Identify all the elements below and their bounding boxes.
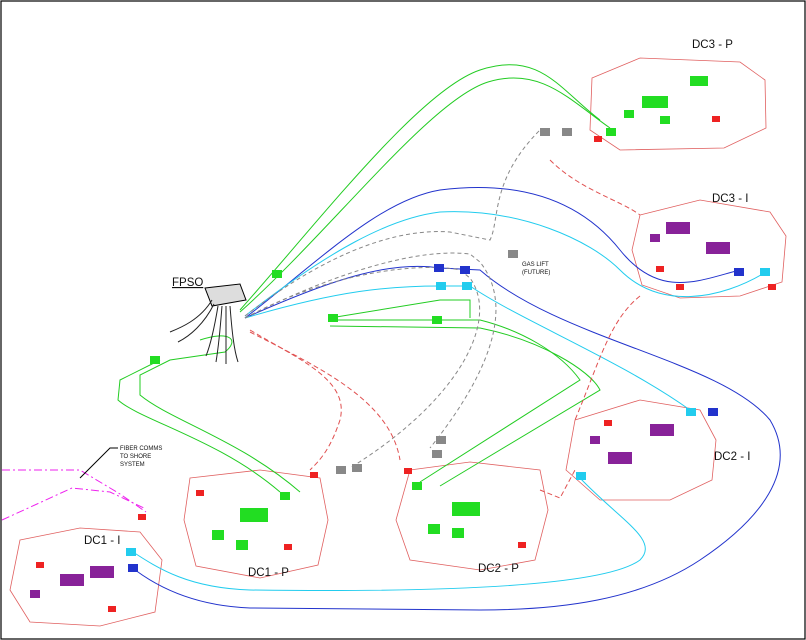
fiber-comms-line-a (2, 469, 147, 513)
manifold-dc2-p (412, 482, 480, 538)
fpso-vessel (169, 283, 247, 364)
label-fiber-line3: SYSTEM (120, 462, 145, 468)
gas-lift-line-dc2 (244, 252, 497, 449)
manifold-dc3-i (650, 222, 730, 254)
umbilical-dc1 (249, 329, 342, 471)
gas-lift-structures (336, 128, 572, 474)
flowline-fpso-dc3p-a (239, 64, 601, 311)
umbilical-dc3 (549, 159, 641, 216)
control-structures (36, 116, 776, 612)
label-dc2-p: DC2 - P (478, 563, 519, 575)
label-dc1-i: DC1 - I (84, 535, 120, 547)
cyan-line-dc3i (244, 211, 767, 317)
injection-structures (126, 264, 770, 572)
flowline-fpso-dc1p-a (117, 359, 281, 493)
flowline-manifold-loop (329, 299, 471, 319)
injection-line-dc3i (244, 187, 741, 319)
fiber-comms-leader (79, 447, 118, 479)
manifold-dc1-p (212, 492, 290, 550)
manifold-fpso-riser (150, 270, 442, 364)
label-dc1-p: DC1 - P (248, 567, 289, 579)
flowline-fpso-dc3p-b (239, 77, 611, 313)
umbilical-dc2i (539, 469, 576, 499)
label-fiber-line2: TO SHORE (120, 454, 151, 460)
manifold-dc1-i (30, 566, 114, 598)
label-dc3-i: DC3 - I (712, 193, 748, 205)
zone-dc2-p (395, 461, 549, 571)
label-dc3-p: DC3 - P (692, 39, 733, 51)
flowline-fpso-dc1p-b (139, 335, 301, 493)
label-gas-lift-line1: GAS LIFT (522, 262, 549, 268)
umbilical-dc2 (249, 331, 401, 461)
label-fiber-line1: FIBER COMMS (120, 446, 162, 452)
cyan-line-dc1i (129, 477, 646, 592)
manifold-dc3-p (606, 76, 708, 136)
zone-dc1-p (183, 469, 329, 579)
flowline-dc2p-a (330, 319, 581, 483)
umbilical-dc3i-dc2i (574, 295, 641, 421)
manifold-dc2-i (590, 424, 674, 464)
gas-lift-line-dc1 (244, 267, 481, 469)
fiber-comms-line-b (1, 487, 145, 521)
label-dc2-i: DC2 - I (714, 451, 750, 463)
label-fpso: FPSO (172, 277, 203, 289)
zone-dc1-i (9, 527, 163, 627)
cyan-line-dc2i (244, 285, 691, 411)
zone-dc3-p (589, 57, 767, 151)
label-gas-lift-line2: (FUTURE) (522, 270, 550, 276)
flowline-dc2p-b (329, 325, 601, 487)
injection-line-dc2i-dc1i (129, 265, 781, 611)
